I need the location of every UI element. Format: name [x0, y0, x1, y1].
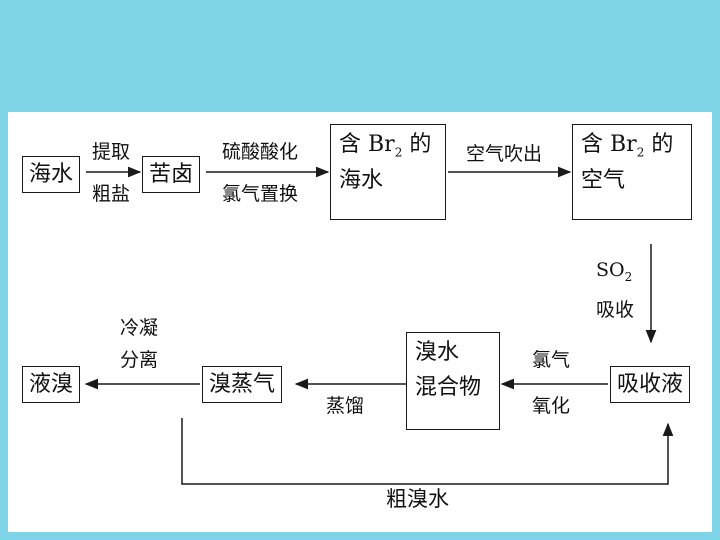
- label-air-blow: 空气吹出: [466, 143, 543, 165]
- arrow-crude-bromine-water-loop: [181, 418, 674, 485]
- label-condense: 冷凝: [120, 317, 159, 339]
- flow-arrows: [84, 166, 674, 485]
- label-oxidize: 氧化: [532, 395, 571, 417]
- node-liquid-bromine: 液溴: [22, 366, 81, 404]
- node-absorb-liquid: 吸收液: [610, 366, 691, 404]
- label-so2: SO2: [596, 259, 633, 284]
- node-bromine-vapor: 溴蒸气: [202, 366, 283, 404]
- label-extract: 提取: [92, 141, 131, 163]
- diagram-panel: 海水 苦卤 含 Br2 的 海水 含 Br2 的 空气 吸收液 溴水 混合物 溴…: [8, 112, 712, 532]
- node-br2-seawater: 含 Br2 的 海水: [330, 124, 446, 220]
- node-br2-air: 含 Br2 的 空气: [572, 124, 692, 220]
- node-bittern: 苦卤: [142, 156, 201, 194]
- node-bromine-water-mixture: 溴水 混合物: [406, 332, 500, 430]
- label-separate: 分离: [120, 349, 159, 371]
- label-acidify: 硫酸酸化: [222, 141, 299, 163]
- label-chlorine-replace: 氯气置换: [222, 183, 299, 205]
- label-crude-salt: 粗盐: [92, 183, 131, 205]
- label-crude-bromine-water: 粗溴水: [386, 487, 449, 511]
- label-absorb: 吸收: [596, 299, 635, 321]
- label-chlorine: 氯气: [532, 349, 571, 371]
- label-distill: 蒸馏: [326, 395, 365, 417]
- node-seawater: 海水: [22, 156, 81, 194]
